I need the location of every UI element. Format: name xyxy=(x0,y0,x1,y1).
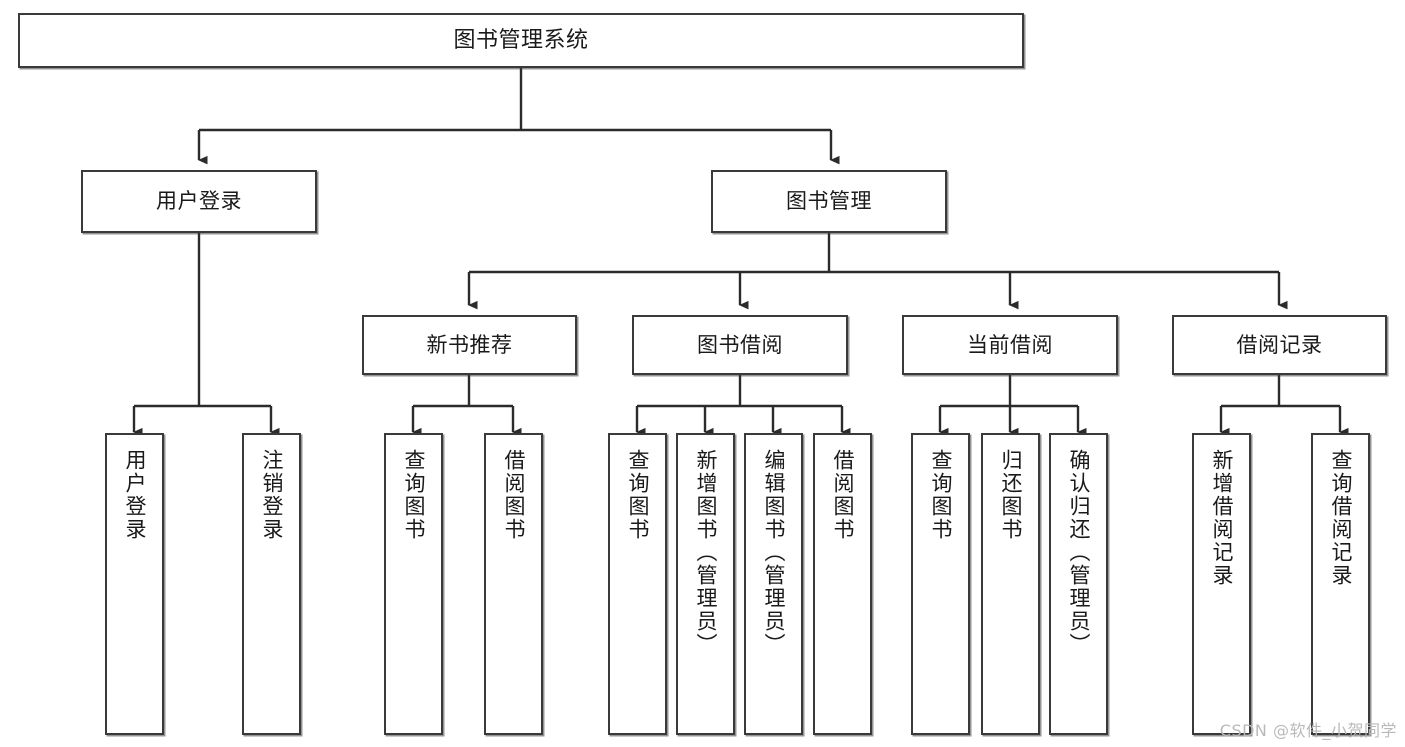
node-label: 查询图书 xyxy=(402,449,426,541)
leaf-book-borrow-edit-book-admin[interactable]: 编辑图书（管理员） xyxy=(744,433,803,735)
leaf-book-borrow-add-book-admin[interactable]: 新增图书（管理员） xyxy=(676,433,735,735)
node-book-management[interactable]: 图书管理 xyxy=(711,170,947,233)
node-label: 图书管理 xyxy=(786,189,872,214)
node-label: 新增借阅记录 xyxy=(1210,449,1234,587)
node-label: 借阅图书 xyxy=(831,449,855,541)
csdn-watermark: CSDN @软件_小贺同学 xyxy=(1219,721,1397,740)
node-label: 借阅记录 xyxy=(1236,332,1323,357)
leaf-borrow-record-add-record[interactable]: 新增借阅记录 xyxy=(1192,433,1251,735)
node-label: 图书借阅 xyxy=(697,332,783,357)
leaf-borrow-record-query-record[interactable]: 查询借阅记录 xyxy=(1311,433,1370,735)
node-label: 注销登录 xyxy=(260,449,284,541)
node-label: 新增图书（管理员） xyxy=(694,449,718,656)
node-label: 查询借阅记录 xyxy=(1329,449,1353,587)
node-label: 新书推荐 xyxy=(426,332,513,357)
leaf-current-borrow-return-book[interactable]: 归还图书 xyxy=(981,433,1040,735)
node-label: 编辑图书（管理员） xyxy=(762,449,786,656)
node-user-login[interactable]: 用户登录 xyxy=(81,170,317,233)
node-label: 用户登录 xyxy=(156,189,242,214)
node-label: 确认归还（管理员） xyxy=(1067,449,1091,656)
node-current-borrow[interactable]: 当前借阅 xyxy=(902,315,1118,375)
node-root-system[interactable]: 图书管理系统 xyxy=(18,13,1024,68)
leaf-user-login-login[interactable]: 用户登录 xyxy=(105,433,164,735)
node-label: 查询图书 xyxy=(626,449,650,541)
leaf-book-borrow-borrow-book[interactable]: 借阅图书 xyxy=(813,433,872,735)
leaf-book-borrow-query-book[interactable]: 查询图书 xyxy=(608,433,667,735)
node-label: 归还图书 xyxy=(999,449,1023,541)
node-new-book-recommend[interactable]: 新书推荐 xyxy=(362,315,577,375)
leaf-new-book-borrow-book[interactable]: 借阅图书 xyxy=(484,433,543,735)
leaf-current-borrow-confirm-return-admin[interactable]: 确认归还（管理员） xyxy=(1049,433,1108,735)
node-borrow-record[interactable]: 借阅记录 xyxy=(1172,315,1387,375)
node-label: 用户登录 xyxy=(123,449,147,541)
node-label: 查询图书 xyxy=(929,449,953,541)
node-label: 图书管理系统 xyxy=(453,27,589,53)
node-book-borrow[interactable]: 图书借阅 xyxy=(632,315,848,375)
leaf-user-login-logout[interactable]: 注销登录 xyxy=(242,433,301,735)
node-label: 当前借阅 xyxy=(967,332,1053,357)
leaf-new-book-query-book[interactable]: 查询图书 xyxy=(384,433,443,735)
leaf-current-borrow-query-book[interactable]: 查询图书 xyxy=(911,433,970,735)
node-label: 借阅图书 xyxy=(502,449,526,541)
